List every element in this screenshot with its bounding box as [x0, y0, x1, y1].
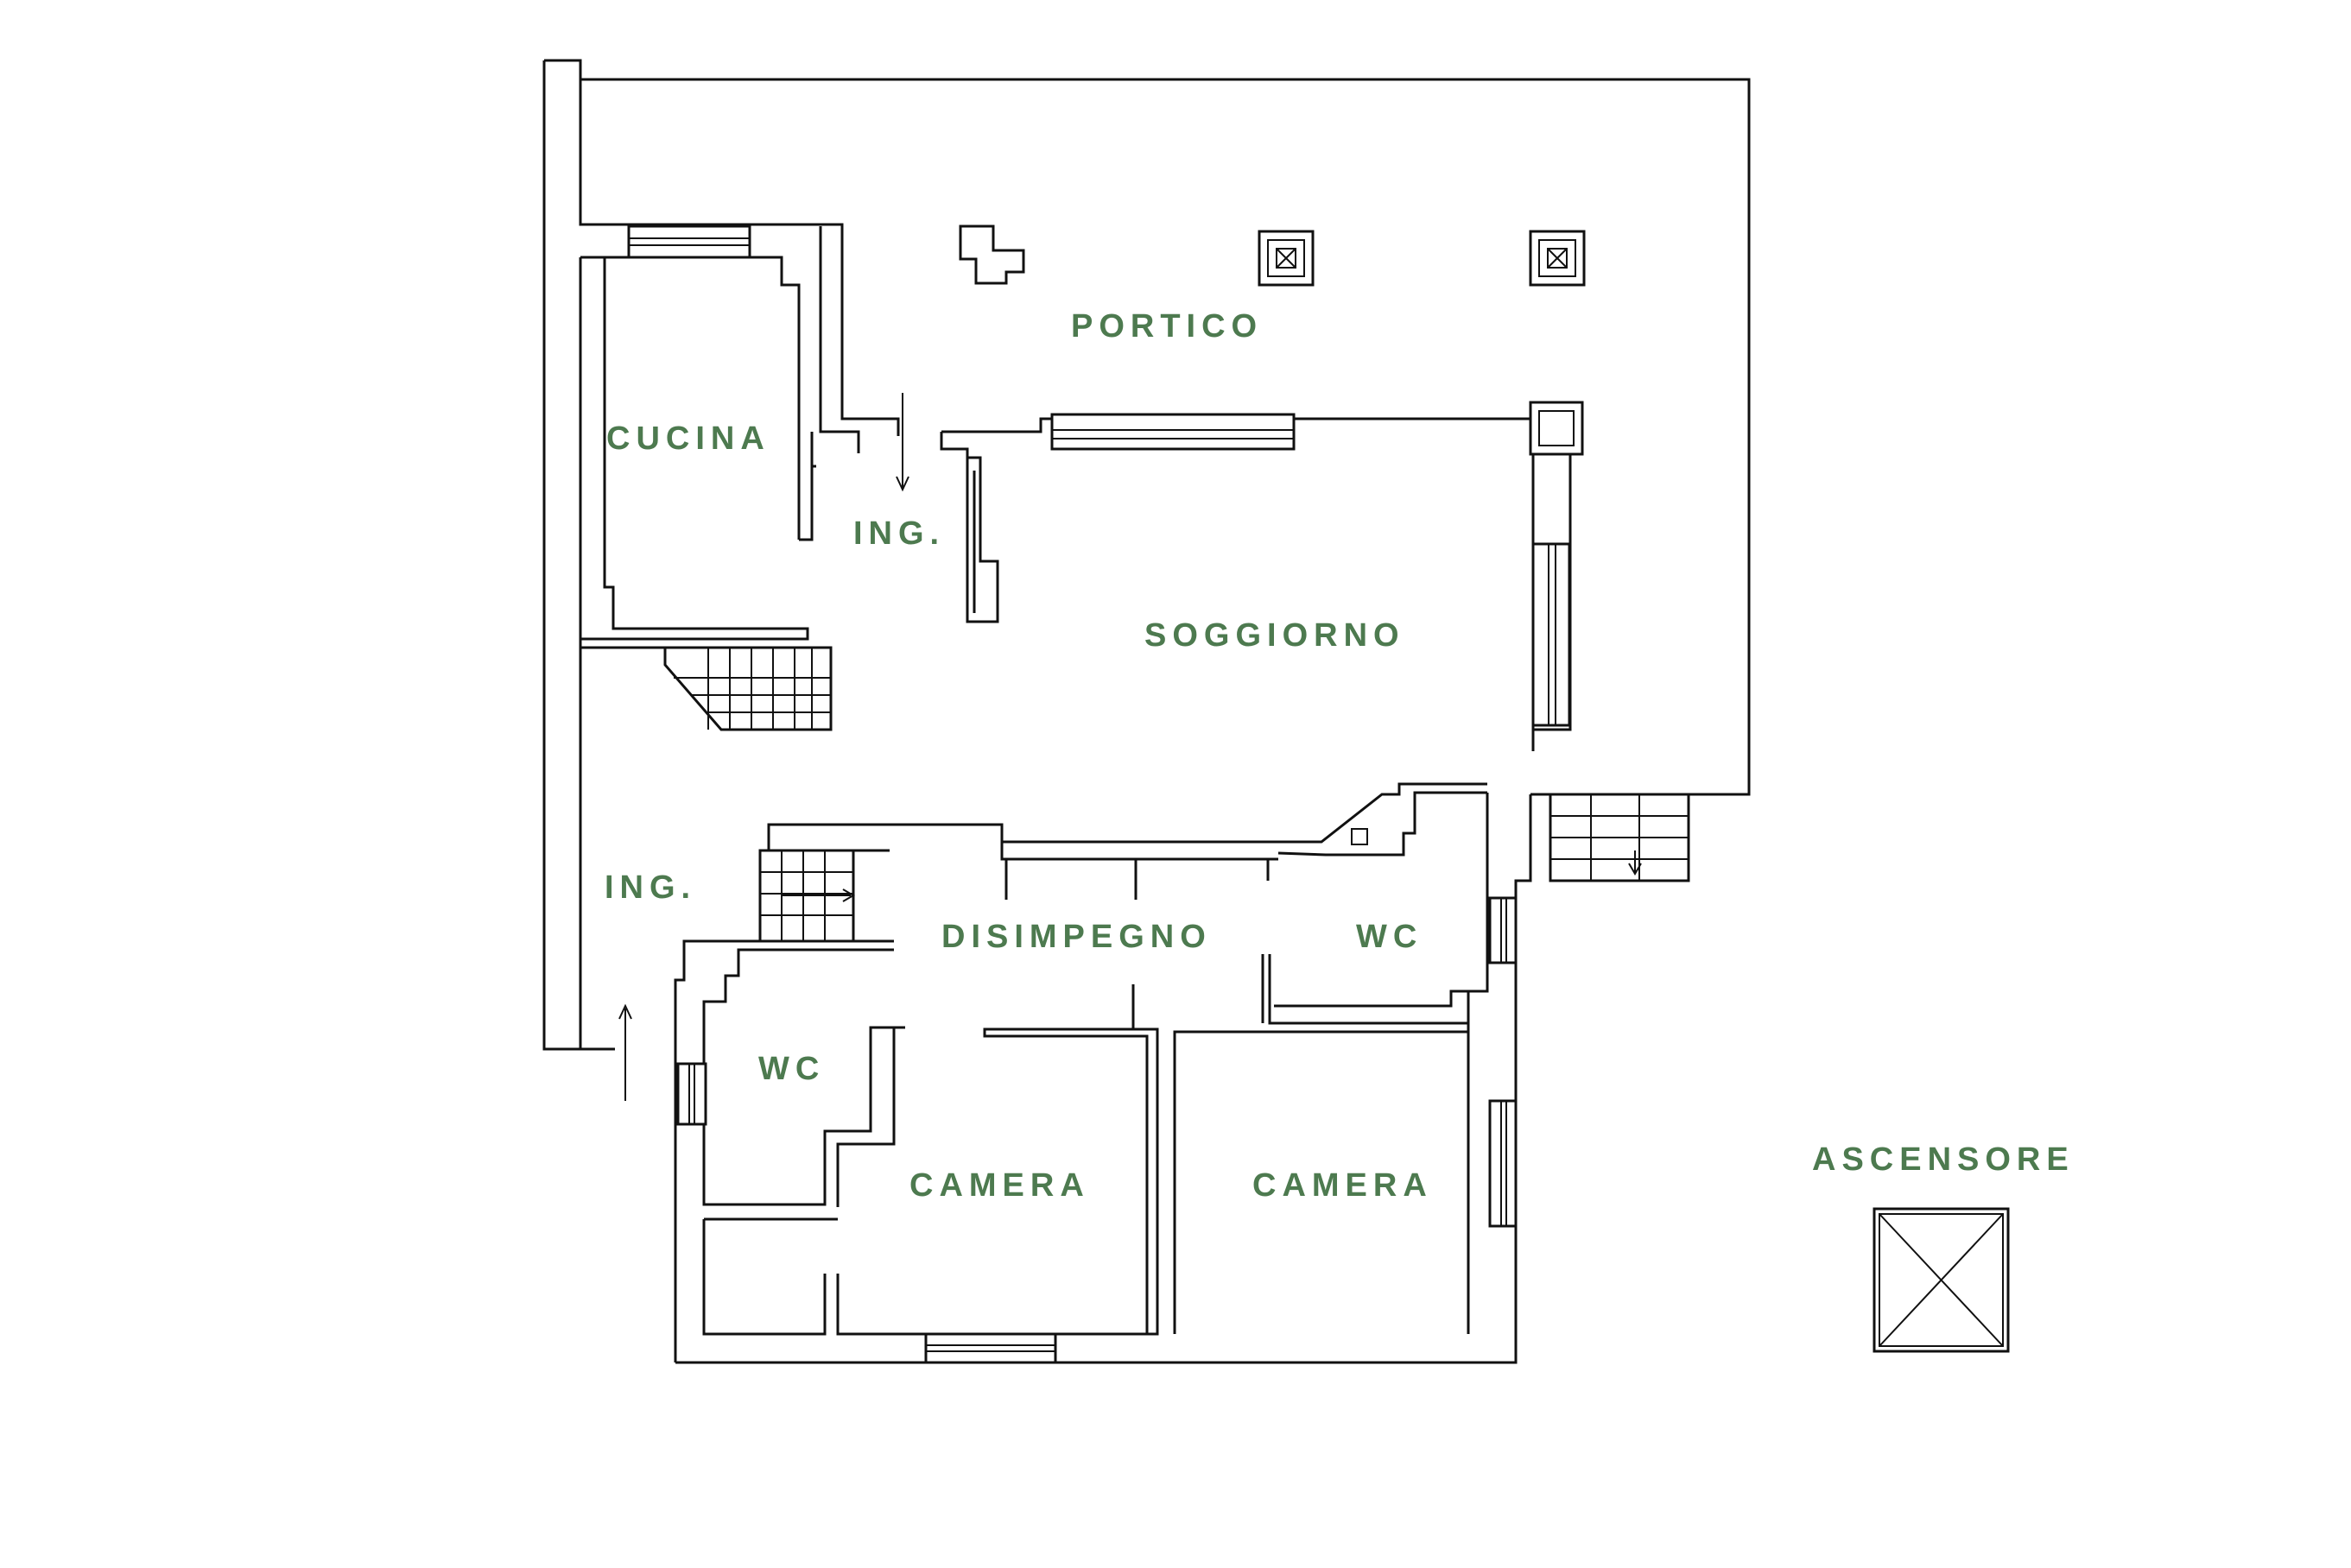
- stairs-upper: [580, 646, 833, 731]
- window-bottom: [924, 1332, 1057, 1364]
- label-camera-left: CAMERA: [909, 1167, 1090, 1204]
- living-bottom-walls: [767, 782, 1487, 900]
- window-wc-left: [676, 1062, 707, 1126]
- label-ing-top: ING.: [853, 515, 945, 552]
- label-wc-left: WC: [758, 1051, 825, 1087]
- entry-arrow-left: [618, 1003, 632, 1101]
- window-bedroom-right: [1488, 1099, 1518, 1228]
- pillar-corner: [1529, 401, 1584, 456]
- label-camera-right: CAMERA: [1252, 1167, 1433, 1204]
- label-soggiorno: SOGGIORNO: [1144, 617, 1405, 654]
- label-ascensore: ASCENSORE: [1812, 1141, 2075, 1178]
- bedroom-left-walls: [674, 939, 1470, 1363]
- room-labels: PORTICO CUCINA ING. SOGGIORNO ING. DISIM…: [605, 308, 2075, 1204]
- label-disimpegno: DISIMPEGNO: [941, 919, 1212, 955]
- stairs-lower: [758, 849, 855, 943]
- elevator-icon: [1873, 1207, 2010, 1353]
- label-portico: PORTICO: [1071, 308, 1263, 345]
- window-wc-right: [1488, 896, 1518, 964]
- label-wc-right: WC: [1356, 919, 1423, 955]
- window-kitchen: [627, 224, 751, 259]
- outer-walls: [542, 59, 1751, 1364]
- stairs-external: [1530, 793, 1690, 882]
- label-ing-left: ING.: [605, 869, 696, 906]
- label-cucina: CUCINA: [606, 420, 770, 457]
- entry-column: [896, 393, 999, 623]
- window-top: [1050, 413, 1296, 451]
- window-living-right: [1531, 542, 1571, 727]
- portico-pillars: [959, 224, 1586, 287]
